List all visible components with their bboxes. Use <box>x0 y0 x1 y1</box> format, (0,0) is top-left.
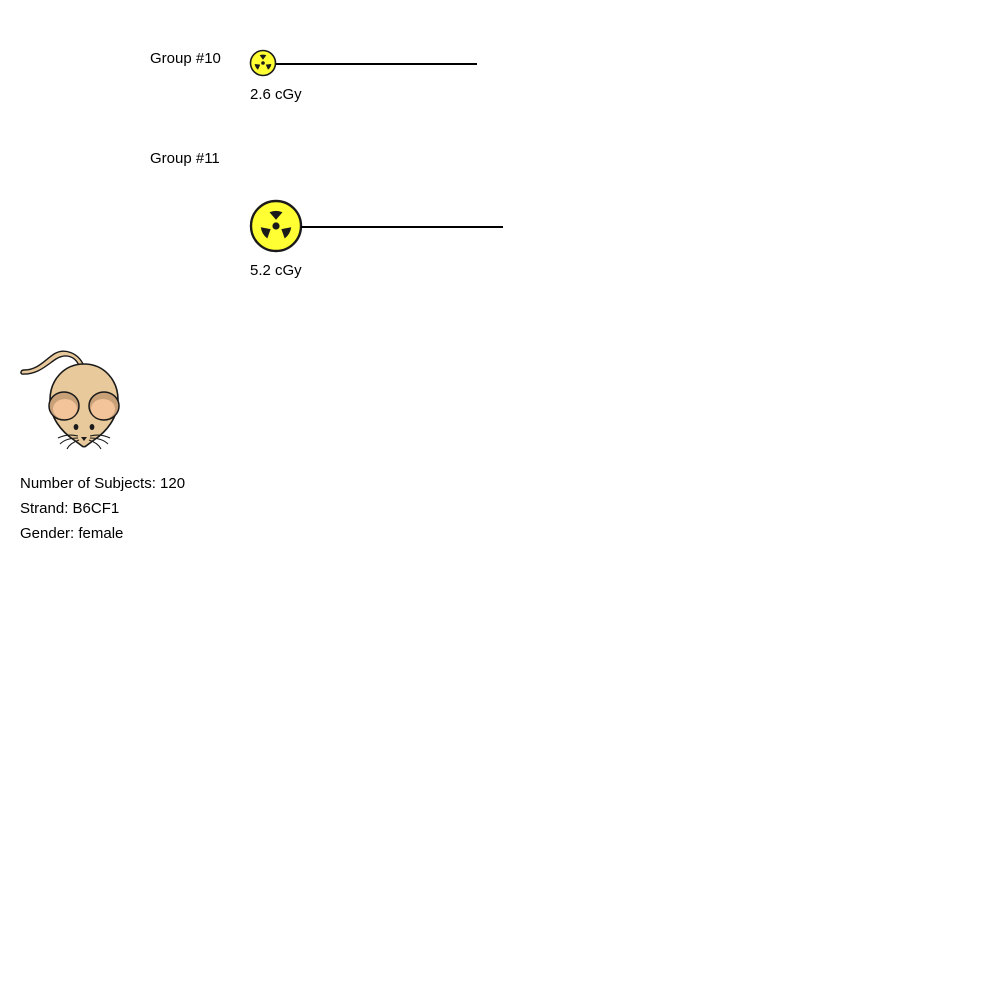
subject-strand: Strand: B6CF1 <box>20 500 120 517</box>
group-10-title: Group #10 <box>150 50 221 67</box>
group-10-dose: 2.6 cGy <box>250 86 302 103</box>
subject-gender: Gender: female <box>20 525 124 542</box>
radiation-icon <box>249 199 303 253</box>
group-11-dose: 5.2 cGy <box>250 262 302 279</box>
group-10-exposure <box>249 49 477 77</box>
subject-count: Number of Subjects: 120 <box>20 475 186 492</box>
group-11-exposure <box>249 199 503 253</box>
group-11-title: Group #11 <box>150 150 220 167</box>
radiation-icon <box>249 49 277 77</box>
mouse-icon <box>20 350 120 450</box>
